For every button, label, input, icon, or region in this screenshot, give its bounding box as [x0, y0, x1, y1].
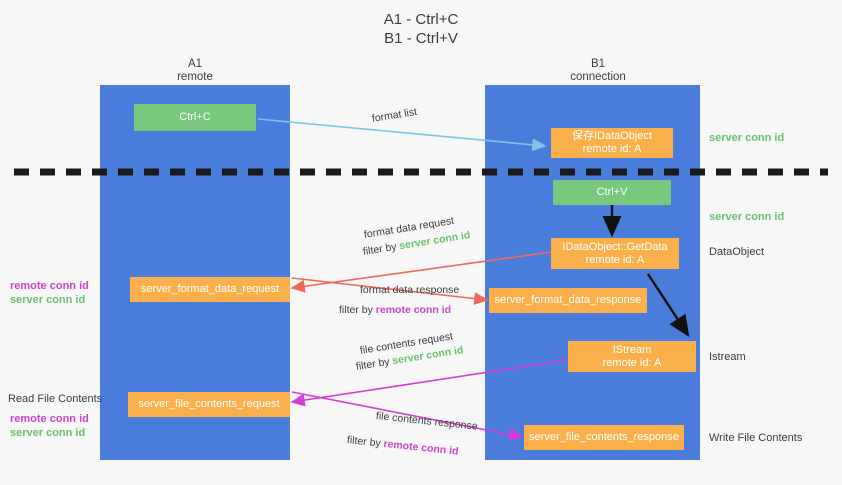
- node-ctrl-c[interactable]: Ctrl+C: [134, 104, 256, 131]
- filter-prefix: filter by: [362, 240, 401, 258]
- node-save-idataobject-line2: remote id: A: [582, 143, 642, 155]
- column-header-b1: B1 connection: [528, 58, 668, 84]
- annotation-left-server-conn-id-2: server conn id: [10, 427, 86, 439]
- column-a1-sub: remote: [177, 71, 213, 83]
- annotation-istream: Istream: [709, 351, 746, 363]
- filter-key-remote-conn-id: remote conn id: [382, 437, 460, 458]
- column-a1-name: A1: [187, 58, 203, 70]
- title-line-2: B1 - Ctrl+V: [384, 30, 458, 47]
- node-save-idataobject[interactable]: 保存IDataObject remote id: A: [551, 128, 673, 158]
- node-server-file-contents-response[interactable]: server_file_contents_response: [524, 425, 684, 450]
- annotation-dataobject: DataObject: [709, 246, 765, 258]
- annotation-server-conn-id-mid: server conn id: [709, 211, 785, 223]
- edge-label-format-list: format list: [371, 105, 418, 125]
- node-ctrl-c-label: Ctrl+C: [179, 111, 211, 123]
- node-istream-line1: IStream: [612, 343, 652, 356]
- node-idataobject-getdata[interactable]: IDataObject::GetData remote id: A: [551, 238, 679, 269]
- edge-label-format-data-response: format data response: [360, 284, 460, 296]
- edge-label-file-contents-response: file contents response: [375, 410, 479, 433]
- node-istream[interactable]: IStream remote id: A: [568, 341, 696, 372]
- annotation-read-file-contents: Read File Contents: [8, 393, 103, 405]
- filter-key-remote-conn-id: remote conn id: [375, 304, 452, 316]
- node-idataobject-getdata-line2: remote id: A: [585, 253, 645, 266]
- filter-prefix: filter by: [339, 304, 376, 316]
- node-save-idataobject-line1: 保存IDataObject: [571, 130, 653, 142]
- node-server-format-data-request[interactable]: server_format_data_request: [130, 277, 290, 302]
- node-server-file-contents-response-label: server_file_contents_response: [529, 431, 679, 443]
- annotation-left-remote-conn-id-1: remote conn id: [10, 280, 89, 292]
- annotation-write-file-contents: Write File Contents: [709, 432, 803, 444]
- edge-label-file-contents-response-filter: filter by remote conn id: [346, 433, 459, 459]
- node-server-file-contents-request-label: server_file_contents_request: [138, 398, 280, 410]
- filter-prefix: filter by: [346, 434, 385, 450]
- column-b1-sub: connection: [570, 71, 626, 83]
- node-ctrl-v[interactable]: Ctrl+V: [553, 180, 671, 205]
- node-ctrl-v-label: Ctrl+V: [596, 186, 628, 198]
- node-server-file-contents-request[interactable]: server_file_contents_request: [128, 392, 290, 417]
- diagram-title: A1 - Ctrl+C B1 - Ctrl+V: [0, 10, 842, 48]
- node-istream-line2: remote id: A: [602, 356, 662, 369]
- node-server-format-data-response[interactable]: server_format_data_response: [489, 288, 647, 313]
- node-server-format-data-response-label: server_format_data_response: [494, 294, 642, 306]
- node-server-format-data-request-label: server_format_data_request: [140, 283, 280, 295]
- column-b1-name: B1: [590, 58, 606, 70]
- column-header-a1: A1 remote: [125, 58, 265, 84]
- annotation-left-server-conn-id-1: server conn id: [10, 294, 86, 306]
- edge-label-format-data-response-filter: filter by remote conn id: [339, 303, 451, 317]
- title-line-1: A1 - Ctrl+C: [383, 11, 459, 28]
- node-idataobject-getdata-line1: IDataObject::GetData: [562, 240, 668, 253]
- annotation-left-remote-conn-id-2: remote conn id: [10, 413, 89, 425]
- annotation-server-conn-id-top: server conn id: [709, 132, 785, 144]
